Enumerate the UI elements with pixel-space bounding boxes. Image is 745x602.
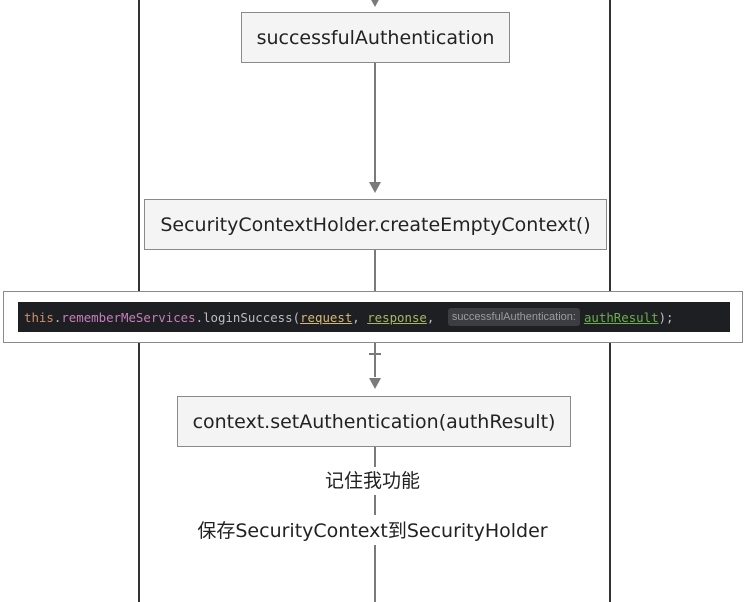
code-open-paren: ( — [292, 309, 301, 325]
connector-tick — [369, 353, 381, 355]
code-method: loginSuccess — [203, 309, 293, 325]
arrow-head-code-3 — [369, 378, 381, 389]
edge-label-save-context: 保存SecurityContext到SecurityHolder — [197, 520, 548, 542]
code-arg-response: response — [367, 309, 427, 325]
connector-label1-label2 — [374, 495, 376, 515]
node-label: successfulAuthentication — [256, 26, 495, 49]
code-parameter-hint: successfulAuthentication: — [447, 308, 580, 326]
connector-3-label1 — [374, 447, 376, 467]
code-arg-request: request — [300, 309, 353, 325]
connector-2-code — [374, 250, 376, 292]
arrow-head-1-2 — [369, 182, 381, 193]
edge-label-remember-me: 记住我功能 — [324, 470, 420, 492]
code-this-keyword: this — [24, 309, 54, 325]
code-snippet: this.rememberMeServices.loginSuccess(req… — [18, 302, 730, 332]
connector-code-3 — [374, 343, 376, 377]
node-successful-authentication: successfulAuthentication — [241, 12, 510, 63]
code-dot: . — [53, 309, 62, 325]
code-snippet-frame: this.rememberMeServices.loginSuccess(req… — [3, 291, 743, 343]
node-label: SecurityContextHolder.createEmptyContext… — [160, 213, 591, 236]
code-comma: , — [352, 309, 368, 325]
node-label: context.setAuthentication(authResult) — [192, 410, 556, 433]
code-arg-auth-result: authResult — [583, 309, 659, 325]
code-comma: , — [426, 309, 442, 325]
code-dot: . — [195, 309, 204, 325]
code-field: rememberMeServices — [61, 309, 196, 325]
node-create-empty-context: SecurityContextHolder.createEmptyContext… — [144, 199, 607, 250]
connector-bottom — [374, 545, 376, 602]
code-close: ); — [658, 309, 674, 325]
arrow-head-top — [369, 0, 381, 7]
node-set-authentication: context.setAuthentication(authResult) — [177, 396, 571, 447]
connector-1-2 — [374, 63, 376, 183]
